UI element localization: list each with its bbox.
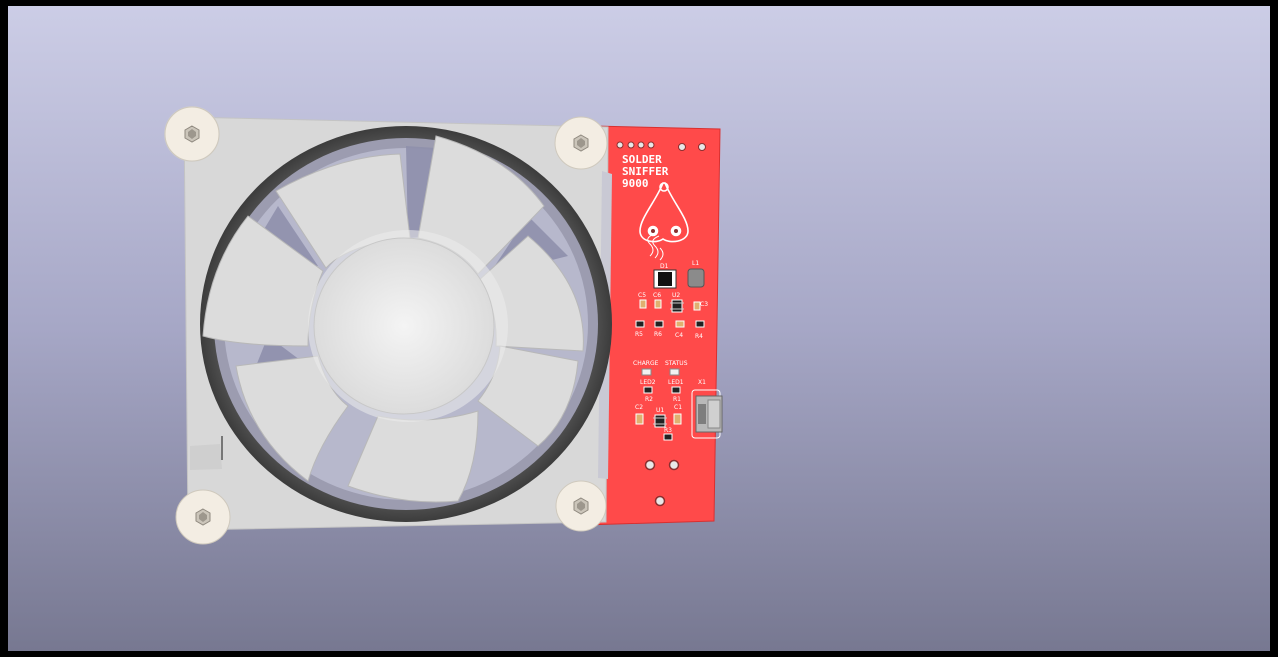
pcb-3d-scene: SOLDER SNIFFER 9000 D1 L1 C5 C6 U2 C3 — [164, 106, 723, 545]
ref-u1: U1 — [656, 407, 664, 414]
board-title-line-1: SOLDER — [622, 153, 662, 166]
ref-d1: D1 — [660, 263, 669, 270]
sniff-lines-icon — [647, 233, 664, 261]
ref-c4: C4 — [675, 332, 683, 339]
ref-r5: R5 — [635, 331, 643, 338]
ref-led2: LED2 — [640, 379, 656, 386]
ref-x1: X1 — [698, 379, 706, 386]
fan-assembly[interactable] — [183, 116, 612, 531]
ref-r2: R2 — [645, 396, 653, 403]
board-title-line-3: 9000 — [622, 177, 649, 190]
screw-top-right[interactable] — [554, 116, 608, 170]
ref-l1: L1 — [692, 260, 699, 267]
board-title-line-2: SNIFFER — [622, 165, 669, 178]
ref-u2: U2 — [672, 292, 680, 299]
fan-hub — [313, 237, 495, 415]
pcb-board[interactable]: SOLDER SNIFFER 9000 D1 L1 C5 C6 U2 C3 — [584, 125, 723, 526]
label-charge: CHARGE — [633, 360, 659, 367]
smd-resistors-row3 — [643, 386, 681, 394]
inductor-l1 — [687, 268, 705, 288]
bottom-pads — [644, 459, 680, 507]
smd-resistors-row2 — [635, 320, 705, 328]
nose-logo — [639, 182, 689, 243]
ref-c5: C5 — [638, 292, 646, 299]
ref-c1: C1 — [674, 404, 682, 411]
ref-c3: C3 — [700, 301, 708, 308]
smd-caps-row1 — [639, 299, 701, 313]
screw-bottom-left[interactable] — [175, 489, 231, 545]
charger-ic-area — [635, 413, 682, 441]
screw-top-left[interactable] — [164, 106, 220, 162]
ref-c2: C2 — [635, 404, 643, 411]
header-pads — [616, 141, 706, 151]
ref-r3: R3 — [664, 427, 672, 434]
ref-r6: R6 — [654, 331, 662, 338]
status-leds — [641, 368, 680, 376]
ref-r1: R1 — [673, 396, 681, 403]
ref-c6: C6 — [653, 292, 661, 299]
ref-led1: LED1 — [668, 379, 684, 386]
ref-r4: R4 — [695, 333, 703, 340]
screw-bottom-right[interactable] — [555, 480, 607, 532]
label-status: STATUS — [665, 360, 688, 367]
usb-connector-x1 — [691, 389, 723, 439]
3d-viewer-canvas[interactable]: SOLDER SNIFFER 9000 D1 L1 C5 C6 U2 C3 — [8, 6, 1270, 651]
